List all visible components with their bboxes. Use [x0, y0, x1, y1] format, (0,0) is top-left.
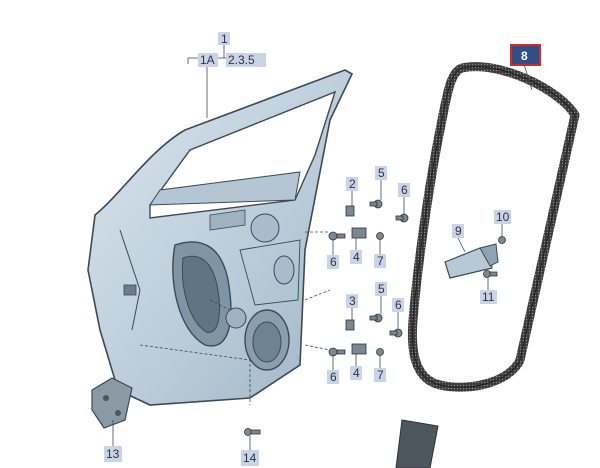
svg-text:7: 7 — [377, 368, 384, 382]
svg-text:6: 6 — [401, 183, 408, 197]
svg-text:2.3.5: 2.3.5 — [228, 53, 255, 67]
callout-10[interactable]: 10 — [494, 210, 511, 224]
svg-text:11: 11 — [482, 290, 495, 304]
callout-4-lower[interactable]: 4 — [350, 366, 362, 380]
callout-13[interactable]: 13 — [104, 446, 122, 462]
callout-6-lower-right[interactable]: 6 — [392, 298, 404, 312]
callout-5-lower[interactable]: 5 — [375, 282, 387, 296]
svg-text:2: 2 — [349, 177, 356, 191]
svg-text:6: 6 — [330, 255, 337, 269]
svg-text:9: 9 — [455, 224, 462, 238]
svg-text:13: 13 — [106, 447, 120, 461]
callout-11[interactable]: 11 — [480, 290, 497, 304]
callout-14[interactable]: 14 — [241, 450, 259, 466]
callout-7-lower[interactable]: 7 — [374, 368, 386, 382]
svg-text:8: 8 — [521, 49, 528, 63]
svg-text:6: 6 — [395, 298, 402, 312]
svg-text:4: 4 — [353, 250, 360, 264]
callout-3[interactable]: 3 — [346, 294, 358, 308]
svg-text:6: 6 — [330, 370, 337, 384]
fasteners-lower — [244, 313, 403, 436]
leader-lines — [112, 45, 533, 450]
callout-2-3-5[interactable]: 2.3.5 — [226, 53, 266, 67]
callout-9[interactable]: 9 — [452, 224, 464, 238]
callout-4-upper[interactable]: 4 — [350, 250, 362, 264]
fasteners-upper — [328, 199, 506, 278]
svg-text:7: 7 — [377, 254, 384, 268]
svg-text:3: 3 — [349, 294, 356, 308]
callout-8[interactable]: 8 — [510, 44, 541, 66]
callout-6-upper-left[interactable]: 6 — [327, 255, 339, 269]
svg-text:5: 5 — [378, 282, 385, 296]
svg-text:10: 10 — [496, 210, 510, 224]
callout-6-lower-left[interactable]: 6 — [327, 370, 339, 384]
callout-5-upper[interactable]: 5 — [375, 166, 387, 180]
door-panel — [87, 69, 354, 406]
callout-1a[interactable]: 1A — [198, 53, 218, 67]
check-strap — [444, 243, 499, 279]
callout-2[interactable]: 2 — [346, 177, 358, 191]
door-seal — [407, 62, 580, 392]
trim-piece — [395, 419, 439, 468]
svg-text:5: 5 — [378, 166, 385, 180]
svg-text:1: 1 — [221, 32, 228, 46]
svg-text:1A: 1A — [200, 53, 215, 67]
svg-text:14: 14 — [243, 451, 257, 465]
callout-7-upper[interactable]: 7 — [374, 254, 386, 268]
bracket-13 — [91, 377, 133, 429]
callout-1[interactable]: 1 — [218, 32, 230, 46]
svg-text:4: 4 — [353, 366, 360, 380]
callout-6-upper-right[interactable]: 6 — [398, 183, 410, 197]
